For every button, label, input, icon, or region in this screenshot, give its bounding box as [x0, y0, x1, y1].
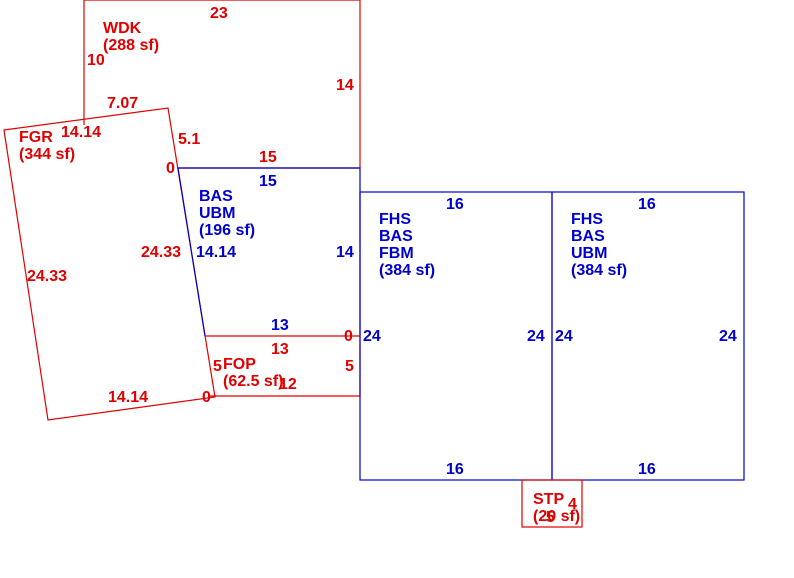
fhs-bas-ubm-code3: UBM	[571, 245, 607, 262]
dim-bas-top: 15	[259, 173, 277, 190]
fhs-bas-ubm-outline	[551, 191, 745, 481]
fhs-bas-ubm-area: (384 sf)	[571, 262, 627, 279]
dim-wdk-left: 10	[87, 52, 105, 69]
dim-fhs1-left: 24	[363, 328, 381, 345]
dim-fhs2-left: 24	[555, 328, 573, 345]
dim-wdk-right: 14	[336, 77, 354, 94]
dim-fop-left: 5	[213, 358, 222, 375]
bas-ubm-diag-edge	[177, 167, 206, 337]
dim-fhs1-bottom: 16	[446, 461, 464, 478]
fgr-outline	[3, 107, 216, 421]
dim-fgr-right: 24.33	[141, 244, 181, 261]
dim-fhs2-bottom: 16	[638, 461, 656, 478]
dim-stp-bottom: 5	[546, 509, 555, 526]
dim-bas-right: 14	[336, 244, 354, 261]
wdk-code: WDK	[103, 20, 142, 37]
dim-fop-top: 13	[271, 341, 289, 358]
dim-wdk-diag: 7.07	[107, 95, 138, 112]
dim-fop-right: 5	[345, 358, 354, 375]
fop-area: (62.5 sf)	[223, 373, 283, 390]
stp-area: (20 sf)	[533, 508, 580, 525]
dim-wdk-small: 5.1	[178, 131, 200, 148]
fop-code: FOP	[223, 356, 256, 373]
dim-fgr-zero-bottom: 0	[202, 389, 211, 406]
fhs-bas-fbm-area: (384 sf)	[379, 262, 435, 279]
dim-fgr-left: 24.33	[27, 268, 67, 285]
bas-ubm-code1: BAS	[199, 188, 233, 205]
fhs-bas-fbm-code2: BAS	[379, 228, 413, 245]
bas-ubm-area: (196 sf)	[199, 222, 255, 239]
dim-fgr-top: 14.14	[61, 124, 101, 141]
dim-fhs2-top: 16	[638, 196, 656, 213]
fhs-bas-ubm-code1: FHS	[571, 211, 603, 228]
fgr-area: (344 sf)	[19, 146, 75, 163]
dim-bas-bottom: 13	[271, 317, 289, 334]
dim-fgr-zero-top: 0	[166, 160, 175, 177]
bas-ubm-code2: UBM	[199, 205, 235, 222]
dim-wdk-top: 23	[210, 5, 228, 22]
dim-wdk-bottom: 15	[259, 149, 277, 166]
dim-fhs1-top: 16	[446, 196, 464, 213]
fhs-bas-fbm-code3: FBM	[379, 245, 414, 262]
wdk-area: (288 sf)	[103, 37, 159, 54]
dim-fgr-bottom: 14.14	[108, 389, 148, 406]
fhs-bas-fbm-code1: FHS	[379, 211, 411, 228]
dim-fhs1-right: 24	[527, 328, 545, 345]
stp-code: STP	[533, 491, 564, 508]
dim-bas-left: 14.14	[196, 244, 236, 261]
dim-fhs2-right: 24	[719, 328, 737, 345]
dim-fop-zero: 0	[344, 328, 353, 345]
fgr-code: FGR	[19, 129, 53, 146]
dim-stp-side: 4	[568, 496, 577, 513]
fhs-bas-ubm-code2: BAS	[571, 228, 605, 245]
dim-fop-bottom: 12	[279, 376, 297, 393]
stp-outline	[521, 479, 583, 528]
